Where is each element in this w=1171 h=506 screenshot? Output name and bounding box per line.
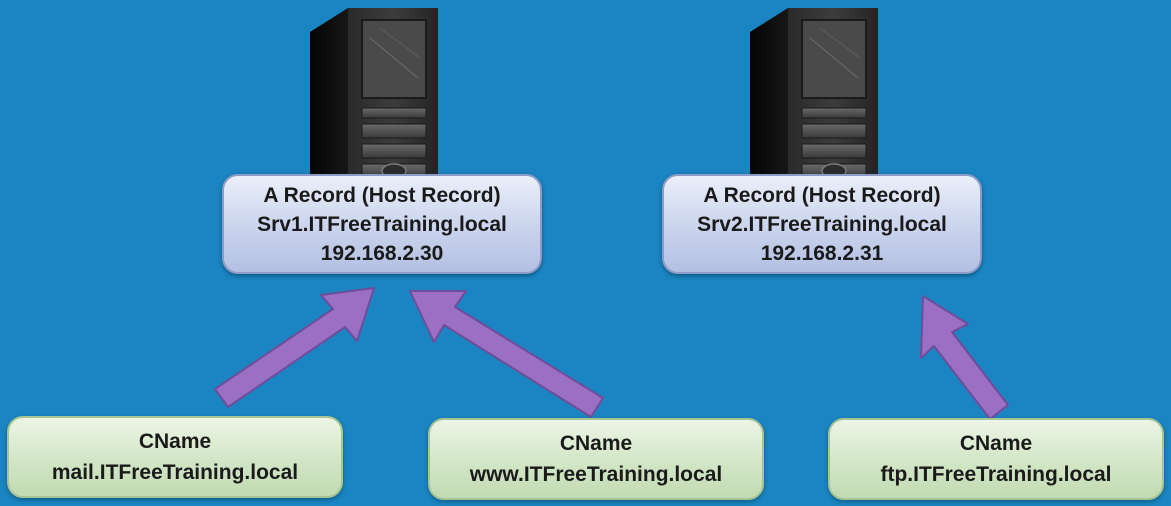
- cname-type: CName: [959, 432, 1033, 455]
- cname-alias: ftp.ITFreeTraining.local: [880, 463, 1112, 486]
- cname-box-www: CName www.ITFreeTraining.local: [428, 418, 764, 500]
- server-tower-icon: [750, 8, 878, 208]
- cname-box-ftp: CName ftp.ITFreeTraining.local: [828, 418, 1164, 500]
- a-record-type: A Record (Host Record): [703, 183, 941, 207]
- cname-alias: www.ITFreeTraining.local: [469, 463, 723, 486]
- cname-type: CName: [559, 432, 633, 455]
- cname-type: CName: [138, 430, 212, 453]
- a-record-box-srv2: A Record (Host Record) Srv2.ITFreeTraini…: [662, 174, 982, 274]
- a-record-host: Srv1.ITFreeTraining.local: [257, 212, 507, 236]
- a-record-ip: 192.168.2.30: [320, 241, 444, 265]
- cname-alias: mail.ITFreeTraining.local: [51, 461, 299, 484]
- server-tower-icon: [310, 8, 438, 208]
- a-record-type: A Record (Host Record): [263, 183, 501, 207]
- a-record-ip: 192.168.2.31: [760, 241, 884, 265]
- arrow-ftp-to-srv2: [920, 295, 1009, 420]
- a-record-host: Srv2.ITFreeTraining.local: [697, 212, 947, 236]
- cname-box-mail: CName mail.ITFreeTraining.local: [7, 416, 343, 498]
- arrow-www-to-srv1: [409, 290, 604, 418]
- arrow-mail-to-srv1: [214, 287, 375, 408]
- a-record-box-srv1: A Record (Host Record) Srv1.ITFreeTraini…: [222, 174, 542, 274]
